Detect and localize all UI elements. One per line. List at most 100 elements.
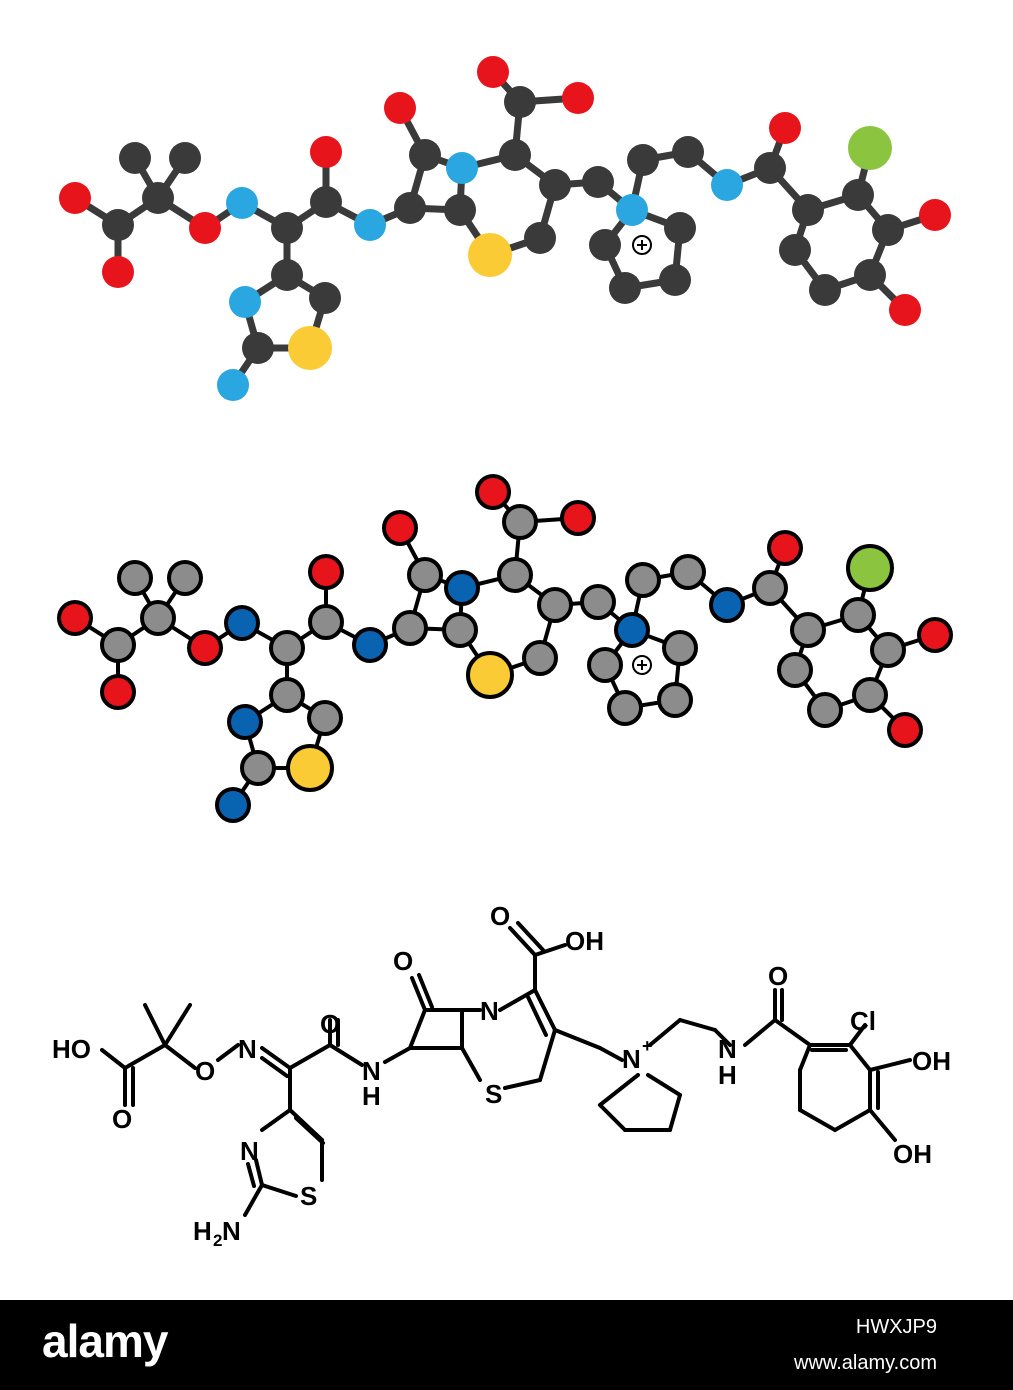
atom-c — [307, 700, 343, 736]
label-o: O — [393, 946, 413, 976]
atom-o — [59, 182, 91, 214]
atom-o — [562, 82, 594, 114]
atom-c — [587, 647, 623, 683]
atom-c — [140, 600, 176, 636]
atom-c — [872, 214, 904, 246]
atom-c — [625, 562, 661, 598]
atom-c — [502, 504, 538, 540]
atom-n — [616, 194, 648, 226]
label-o: O — [768, 961, 788, 991]
atom-c — [167, 560, 203, 596]
atom-c — [809, 274, 841, 306]
atom-c — [497, 557, 533, 593]
atom-c — [664, 212, 696, 244]
atom-c — [670, 554, 706, 590]
ball-and-stick-model-middle — [57, 474, 953, 823]
atom-o — [475, 474, 511, 510]
watermark-footer: alamy HWXJP9 www.alamy.com — [0, 1300, 1013, 1390]
atom-n — [215, 787, 251, 823]
atom-c — [269, 630, 305, 666]
atom-c — [792, 194, 824, 226]
label-n: N — [480, 996, 499, 1026]
atom-c — [777, 652, 813, 688]
atom-c — [627, 144, 659, 176]
atom-o — [384, 92, 416, 124]
atom-o — [919, 199, 951, 231]
atom-cl — [848, 126, 892, 170]
atom-o — [767, 530, 803, 566]
label-n: N — [362, 1056, 381, 1086]
label-n: N — [238, 1034, 257, 1064]
atom-n — [226, 187, 258, 219]
label-cl: Cl — [850, 1006, 876, 1036]
atom-s — [286, 744, 334, 792]
label-h2n-h: H — [193, 1216, 212, 1246]
atom-c — [444, 194, 476, 226]
atom-c — [752, 570, 788, 606]
alamy-logo: alamy — [42, 1315, 168, 1367]
atom-n — [444, 570, 480, 606]
label-o: O — [320, 1009, 340, 1039]
atom-c — [659, 264, 691, 296]
label-oh: OH — [565, 926, 604, 956]
atom-o — [308, 554, 344, 590]
atom-o — [769, 112, 801, 144]
cefiderocol-structure-diagram: HO O O N O N H O N S O OH N + N H O Cl O… — [52, 56, 953, 1250]
atom-n — [217, 369, 249, 401]
atom-c — [754, 152, 786, 184]
atom-c — [852, 677, 888, 713]
skeletal-labels: HO O O N O N H O N S O OH N + N H O Cl O… — [52, 901, 951, 1250]
atom-c — [589, 229, 621, 261]
label-n: N — [718, 1034, 737, 1064]
atom-o — [100, 674, 136, 710]
atom-o — [917, 617, 953, 653]
atom-c — [442, 612, 478, 648]
atom-c — [607, 690, 643, 726]
label-n: N — [240, 1136, 259, 1166]
skeletal-formula — [100, 921, 912, 1217]
label-oh: OH — [912, 1046, 951, 1076]
atom-c — [271, 259, 303, 291]
atom-n — [229, 286, 261, 318]
atom-c — [504, 86, 536, 118]
atom-o — [887, 712, 923, 748]
label-o: O — [195, 1056, 215, 1086]
atom-c — [169, 142, 201, 174]
atom-o — [560, 500, 596, 536]
site-url: www.alamy.com — [794, 1352, 937, 1374]
atom-c — [407, 557, 443, 593]
atom-n — [446, 152, 478, 184]
atom-n — [224, 605, 260, 641]
label-s: S — [485, 1079, 502, 1109]
atom-c — [142, 182, 174, 214]
image-id: HWXJP9 — [855, 1316, 937, 1338]
atom-c — [269, 677, 305, 713]
label-h: H — [362, 1081, 381, 1111]
ball-and-stick-model-top — [59, 56, 951, 401]
atom-c — [840, 597, 876, 633]
atom-n — [227, 704, 263, 740]
atom-c — [499, 139, 531, 171]
atom-c — [409, 139, 441, 171]
atom-o — [187, 630, 223, 666]
label-h2n-sub: 2 — [213, 1231, 222, 1250]
atom-c — [524, 222, 556, 254]
label-s: S — [300, 1181, 317, 1211]
atom-n — [354, 209, 386, 241]
atom-c — [308, 604, 344, 640]
atom-c — [310, 186, 342, 218]
atom-c — [779, 234, 811, 266]
label-plus: + — [642, 1036, 653, 1056]
atom-c — [537, 587, 573, 623]
atom-c — [102, 209, 134, 241]
atom-c — [580, 584, 616, 620]
atom-o — [189, 212, 221, 244]
atom-s — [466, 651, 514, 699]
atom-s — [468, 233, 512, 277]
atom-c — [240, 750, 276, 786]
atom-n — [614, 612, 650, 648]
atom-c — [522, 640, 558, 676]
atom-c — [271, 212, 303, 244]
atom-c — [394, 192, 426, 224]
atom-o — [382, 510, 418, 546]
